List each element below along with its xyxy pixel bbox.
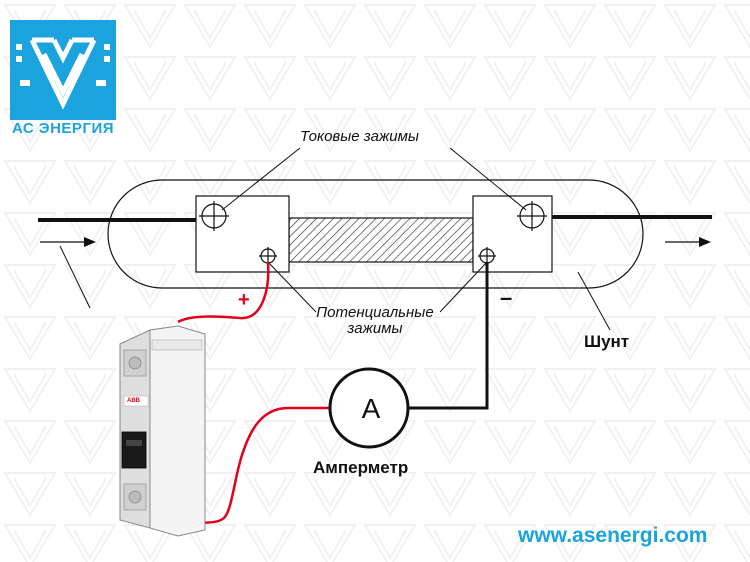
current-clamp-left xyxy=(199,201,229,231)
circuit-breaker xyxy=(119,325,206,537)
logo-text: АС ЭНЕРГИЯ xyxy=(11,120,115,137)
minus-sign: – xyxy=(500,285,513,310)
plus-sign: + xyxy=(238,289,250,311)
positive-wire xyxy=(177,261,270,324)
potential-clamps-label-line2: зажимы xyxy=(347,320,403,337)
potential-clamps-label-line1: Потенциальные xyxy=(316,304,434,321)
website-link[interactable]: www.asenergi.com xyxy=(518,524,708,547)
potential-clamps-label: Потенциальные зажимы xyxy=(300,305,450,337)
terminal-block-right xyxy=(472,195,553,273)
current-clamp-right xyxy=(517,201,547,231)
negative-wire xyxy=(408,262,489,410)
terminal-block-left xyxy=(195,195,290,273)
current-arrow-out xyxy=(665,237,711,247)
logo-emblem xyxy=(10,20,116,120)
ammeter-label: Амперметр xyxy=(313,458,409,477)
shunt-label: Шунт xyxy=(584,332,630,351)
current-clamps-label: Токовые зажимы xyxy=(300,128,419,145)
ammeter xyxy=(328,367,410,449)
shunt-outline xyxy=(107,179,644,289)
leader-lines xyxy=(59,147,611,331)
ammeter-symbol: A xyxy=(361,393,381,424)
shunt-resistive-element xyxy=(288,217,474,263)
breaker-brand-label: ABB xyxy=(127,398,140,404)
company-logo: АС ЭНЕРГИЯ xyxy=(10,20,116,140)
current-arrow-in xyxy=(40,237,96,247)
